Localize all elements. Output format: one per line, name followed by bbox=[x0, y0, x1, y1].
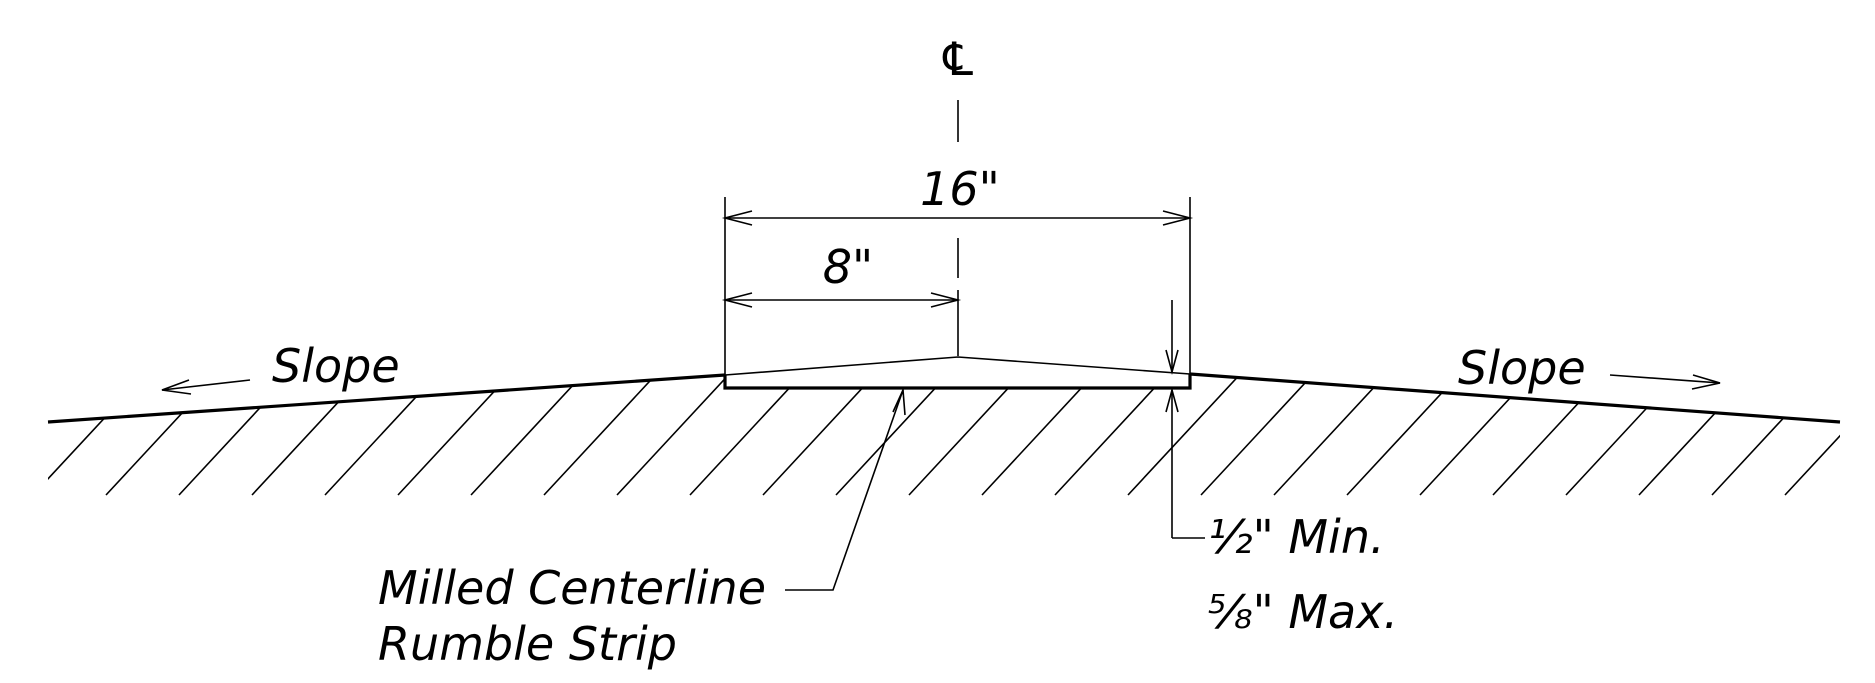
slope-left-label: Slope bbox=[272, 339, 400, 393]
hatch-line bbox=[1638, 374, 1770, 496]
slope-right-label: Slope bbox=[1458, 341, 1586, 395]
hatch-line bbox=[397, 374, 529, 496]
rumble-strip-leader bbox=[785, 389, 904, 591]
rumble-strip-label-line2: Rumble Strip bbox=[378, 617, 677, 671]
dimension-8-left-arrow bbox=[721, 292, 753, 308]
centerline-symbol: ℄ bbox=[937, 32, 978, 86]
right-road-surface bbox=[1189, 372, 1841, 424]
dimension-8-label: 8" bbox=[823, 240, 873, 294]
hatch-line bbox=[470, 374, 602, 496]
depth-max-label: ⅝" Max. bbox=[1208, 585, 1398, 639]
original-crown-surface bbox=[724, 356, 1191, 376]
depth-min-label: ½" Min. bbox=[1208, 510, 1385, 564]
hatch-line bbox=[1273, 374, 1405, 496]
hatch-line bbox=[543, 374, 675, 496]
hatch-line bbox=[981, 374, 1113, 496]
depth-arrow-bottom-head bbox=[1165, 386, 1179, 413]
dimension-16-left-arrow bbox=[721, 210, 753, 226]
hatch-line bbox=[105, 374, 237, 496]
rumble-strip-recess bbox=[723, 374, 1192, 390]
depth-arrow-top-head bbox=[1165, 349, 1179, 376]
rumble-strip-leader-arrowhead bbox=[892, 386, 906, 416]
hatch-line bbox=[48, 374, 164, 496]
slope-left-arrow-head bbox=[161, 379, 192, 395]
hatch-line bbox=[616, 374, 748, 496]
slope-left-arrow-line bbox=[161, 379, 251, 391]
slope-right-arrow-line bbox=[1609, 374, 1721, 384]
hatch-line bbox=[908, 374, 1040, 496]
hatch-line bbox=[1054, 374, 1186, 496]
hatch-line bbox=[1127, 374, 1259, 496]
slope-right-arrow-head bbox=[1691, 374, 1721, 390]
hatch-line bbox=[835, 374, 967, 496]
rumble-strip-label-line1: Milled Centerline bbox=[378, 561, 766, 615]
left-road-surface bbox=[47, 373, 726, 424]
dimension-16-label: 16" bbox=[920, 162, 1000, 216]
dimension-16-right-arrow bbox=[1162, 210, 1194, 226]
hatch-line bbox=[1784, 374, 1840, 496]
hatch-line bbox=[1711, 374, 1840, 496]
hatch-line bbox=[1858, 355, 1875, 495]
dimension-8-right-arrow bbox=[930, 292, 962, 308]
hatch-line bbox=[48, 374, 91, 496]
